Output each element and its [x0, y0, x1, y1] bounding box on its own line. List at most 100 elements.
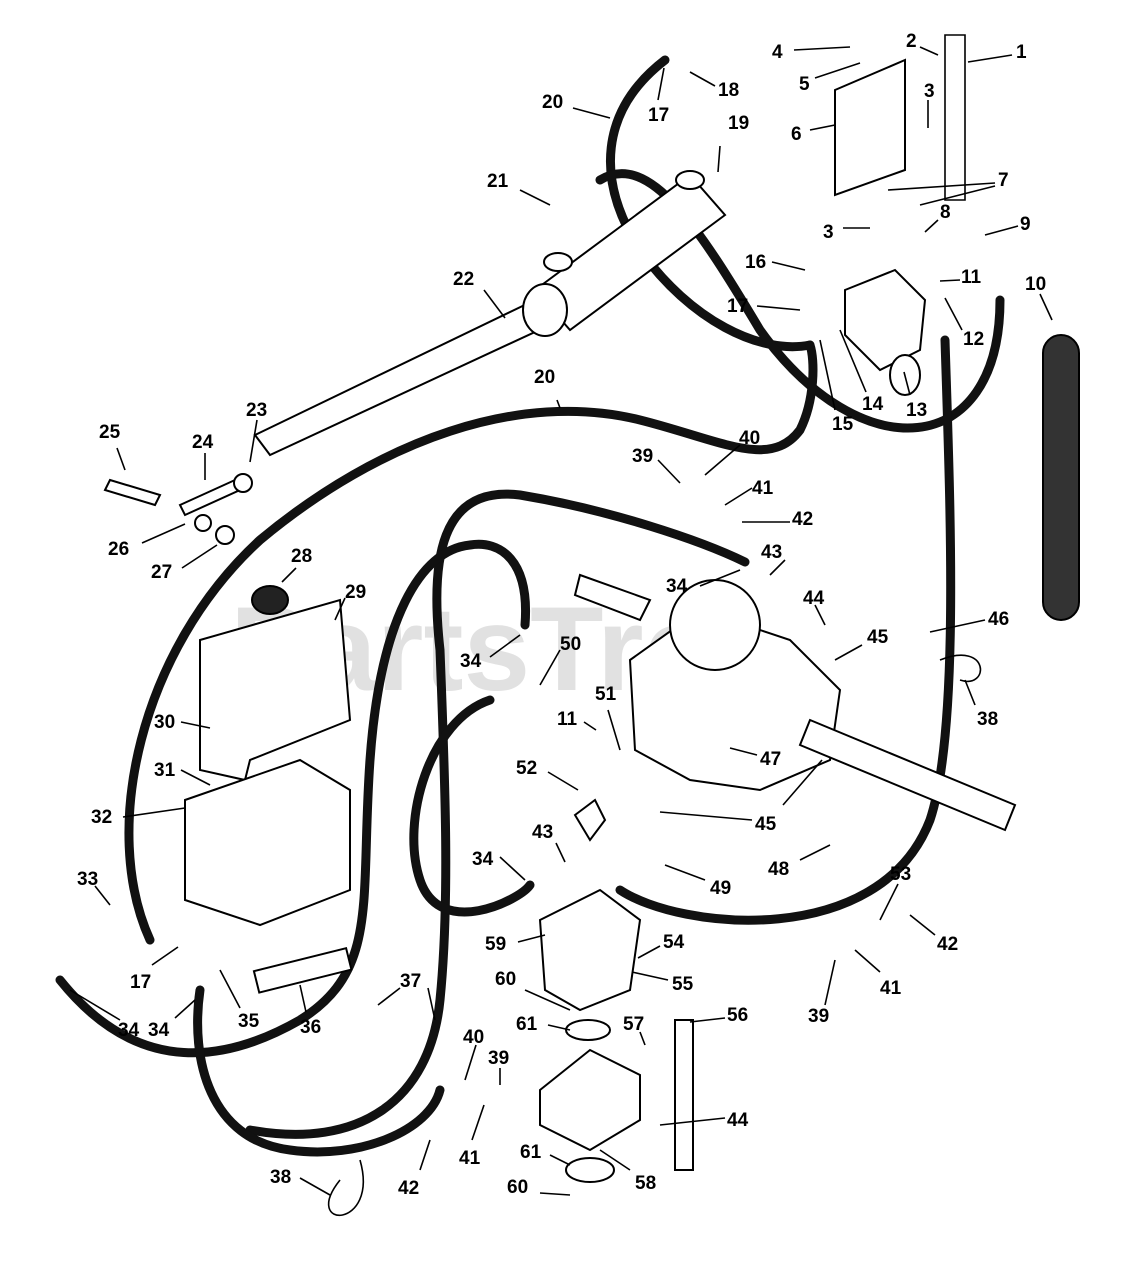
valve-body	[844, 268, 927, 372]
callout-37: 37	[400, 971, 421, 992]
callout-9: 9	[1020, 214, 1031, 235]
bearing-upper	[565, 1019, 611, 1041]
callout-14: 14	[862, 394, 884, 415]
input-shaft	[573, 573, 652, 622]
hose-left-long	[124, 340, 818, 945]
callout-41-upper: 41	[752, 478, 774, 499]
cylinder-end-cap	[522, 283, 568, 337]
hoses	[55, 55, 1005, 1157]
bearing-lower	[565, 1157, 615, 1183]
washer-26	[194, 514, 212, 532]
small-hardware	[103, 473, 982, 1217]
callout-38-right: 38	[977, 709, 998, 730]
drive-shaft	[674, 1019, 694, 1171]
callout-38-bottom: 38	[270, 1167, 291, 1188]
reservoir-tank	[184, 758, 351, 927]
callout-35: 35	[238, 1011, 260, 1032]
rod-end-bolt	[103, 478, 162, 507]
callout-59: 59	[485, 934, 506, 955]
callout-3-upper: 3	[924, 81, 935, 102]
callout-34-a: 34	[666, 576, 688, 597]
seal-plate	[252, 946, 353, 994]
reservoir-cap	[251, 585, 289, 615]
callout-39-lower: 39	[488, 1048, 509, 1069]
callout-43-lower: 43	[532, 822, 553, 843]
callout-19: 19	[728, 113, 749, 134]
callout-15: 15	[832, 414, 854, 435]
cylinder-rod	[253, 298, 552, 457]
callout-42-upper: 42	[792, 509, 813, 530]
callout-29: 29	[345, 582, 366, 603]
pump-assembly	[538, 888, 694, 1183]
cylinder-port-b	[675, 170, 705, 190]
callout-23: 23	[246, 400, 267, 421]
callout-41-lower: 41	[459, 1148, 481, 1169]
hose-clip-38-right	[939, 654, 982, 683]
callout-53: 53	[890, 864, 911, 885]
callout-26: 26	[108, 539, 129, 560]
callout-1: 1	[1016, 42, 1027, 63]
callouts: 1 2 3 3 4 5 6 7 8 9 10 11 11 12 13 14 15…	[69, 31, 1053, 1199]
foam-grip	[1042, 334, 1080, 621]
callout-56: 56	[727, 1005, 748, 1026]
callout-24: 24	[192, 432, 214, 453]
callout-42-right: 42	[937, 934, 958, 955]
callout-12: 12	[963, 329, 984, 350]
hydraulic-pump	[538, 888, 642, 1012]
callout-11-lower: 11	[557, 709, 578, 730]
callout-17-low: 17	[130, 972, 151, 993]
pump-mount	[539, 1048, 641, 1152]
threaded-rod-end	[178, 478, 242, 517]
callout-48: 48	[768, 859, 789, 880]
callout-40-upper: 40	[739, 428, 760, 449]
callout-17-mid: 17	[727, 296, 748, 317]
callout-17-top: 17	[648, 105, 669, 126]
callout-18: 18	[718, 80, 739, 101]
callout-39-upper: 39	[632, 446, 653, 467]
callout-34-c: 34	[472, 849, 494, 870]
cylinder-assembly	[253, 170, 727, 457]
callout-21: 21	[487, 171, 509, 192]
callout-61-lower: 61	[520, 1142, 542, 1163]
callout-58: 58	[635, 1173, 656, 1194]
callout-52: 52	[516, 758, 537, 779]
callout-42-lower: 42	[398, 1178, 419, 1199]
foam-grip-part	[1042, 334, 1080, 621]
callout-49: 49	[710, 878, 731, 899]
reservoir-bracket	[199, 598, 352, 782]
callout-61-upper: 61	[516, 1014, 538, 1035]
callout-8: 8	[940, 202, 951, 223]
callout-54: 54	[663, 932, 685, 953]
callout-60-upper: 60	[495, 969, 516, 990]
callout-33: 33	[77, 869, 98, 890]
callout-55: 55	[672, 974, 694, 995]
callout-11-upper: 11	[961, 267, 982, 288]
cylinder-port-a	[543, 252, 573, 272]
callout-39-right: 39	[808, 1006, 829, 1027]
control-rod	[944, 34, 966, 201]
dipstick-bracket	[573, 798, 607, 842]
callout-41-right: 41	[880, 978, 902, 999]
hose-pump-return	[409, 695, 535, 917]
callout-34-b: 34	[460, 651, 482, 672]
callout-30: 30	[154, 712, 175, 733]
callout-6: 6	[791, 124, 802, 145]
hose-clip-38-bottom	[327, 1159, 364, 1217]
callout-7: 7	[998, 170, 1009, 191]
callout-46: 46	[988, 609, 1009, 630]
hose-loop-center	[245, 489, 750, 1139]
callout-51: 51	[595, 684, 617, 705]
callout-40-lower: 40	[463, 1027, 484, 1048]
transaxle-assembly	[573, 573, 1017, 832]
callout-31: 31	[154, 760, 176, 781]
callout-34-e: 34	[148, 1020, 170, 1041]
callout-20-mid: 20	[534, 367, 555, 388]
callout-32: 32	[91, 807, 112, 828]
callout-34-d: 34	[118, 1020, 140, 1041]
reservoir-assembly	[184, 585, 352, 927]
rod-end-nut	[233, 473, 253, 493]
hose-cylinder-loop	[595, 169, 1005, 433]
callout-44-lower: 44	[727, 1110, 749, 1131]
callout-36: 36	[300, 1017, 321, 1038]
